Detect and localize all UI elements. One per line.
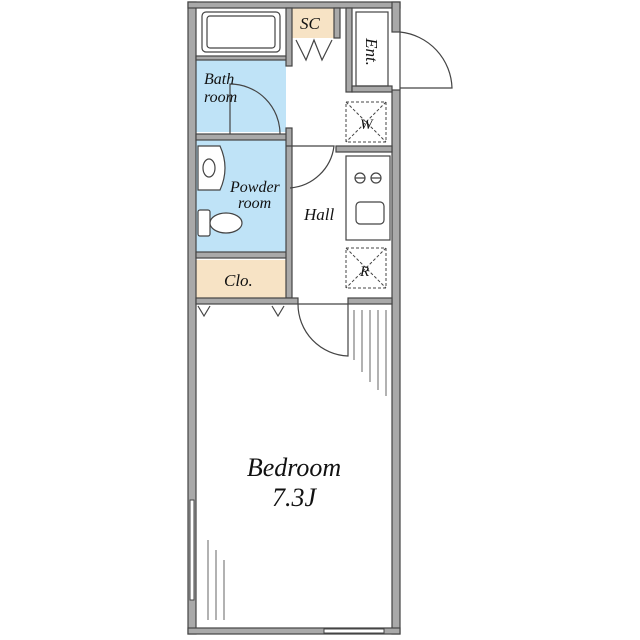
powder-label-1: Powder xyxy=(229,179,281,196)
wall-bath-powder xyxy=(195,133,291,141)
outer-wall-top xyxy=(187,1,401,9)
closet-door-marks xyxy=(197,305,285,318)
fridge-space xyxy=(345,247,387,289)
shoe-closet-area xyxy=(292,8,334,38)
bath-door-swing xyxy=(229,83,281,135)
bathtub-icon xyxy=(201,11,281,53)
washer-label: W xyxy=(360,117,374,133)
kitchen-counter xyxy=(345,155,391,241)
wall-wet-column xyxy=(285,7,293,67)
outer-wall-right xyxy=(391,89,401,635)
stove-icon xyxy=(354,172,382,184)
bedroom-window-lines xyxy=(207,540,225,620)
entrance-label: Ent. xyxy=(362,37,381,66)
bottom-window xyxy=(323,628,385,634)
fridge-label: R xyxy=(359,264,369,280)
hall-label: Hall xyxy=(303,205,335,224)
wall-kitchen-divider xyxy=(335,145,393,153)
bath-label-1: Bath xyxy=(204,71,234,88)
sink-icon xyxy=(355,201,385,225)
bath-label-2: room xyxy=(204,89,237,106)
wall-bath-top xyxy=(195,55,291,61)
toilet-icon xyxy=(197,209,243,237)
wall-entrance-left xyxy=(345,7,353,93)
wall-wet-column-lower xyxy=(285,127,293,299)
shoe-closet-door-swing xyxy=(295,38,333,62)
powder-door-swing xyxy=(286,145,335,189)
bathroom-area xyxy=(196,60,286,132)
bedroom-window-hatch xyxy=(353,310,387,396)
washer-space xyxy=(345,101,387,143)
outer-wall-bottom xyxy=(187,627,401,635)
wall-bedroom-top-right xyxy=(347,297,393,305)
wall-entrance-step xyxy=(351,85,393,93)
bedroom-window xyxy=(189,499,195,601)
powder-label-2: room xyxy=(238,195,271,212)
closet-label: Clo. xyxy=(224,271,253,290)
wall-bedroom-top xyxy=(195,297,299,305)
wall-sc-side xyxy=(333,7,341,39)
bedroom-door-swing xyxy=(297,303,349,357)
wall-powder-closet xyxy=(195,251,291,259)
bedroom-label: Bedroom xyxy=(247,453,341,482)
shoe-closet-label: SC xyxy=(300,14,321,33)
entrance-door-swing xyxy=(399,31,453,90)
outer-wall-right-upper xyxy=(391,1,401,33)
wash-basin-icon xyxy=(197,145,226,191)
bedroom-size-label: 7.3J xyxy=(272,483,318,512)
closet-area xyxy=(196,260,286,298)
entrance-step xyxy=(355,11,389,87)
